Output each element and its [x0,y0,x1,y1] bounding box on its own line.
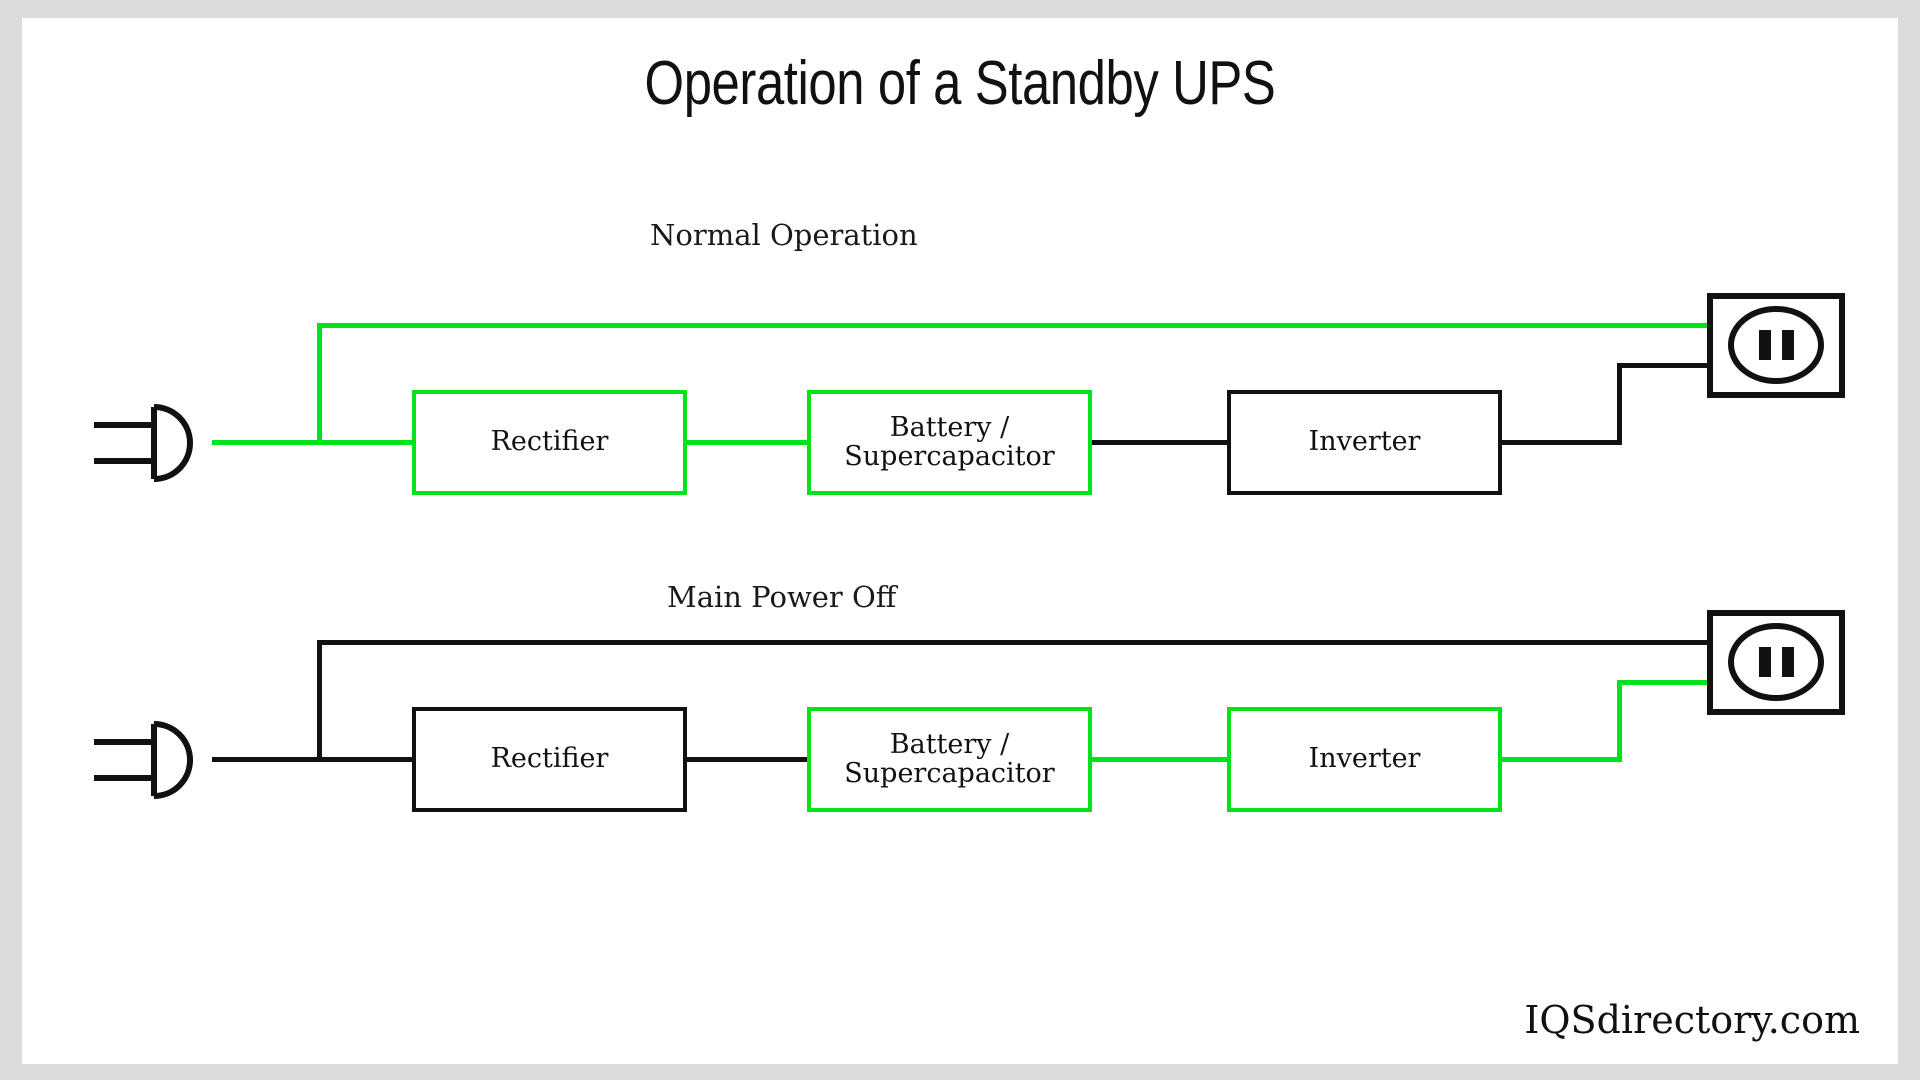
wire-plug-to-junction-1 [212,440,322,445]
block-label: Battery / Supercapacitor [811,728,1088,789]
wire-inverter-to-outlet-2c [1617,680,1712,685]
block-rectifier-1[interactable]: Rectifier [412,390,687,495]
block-label-line1: Battery / [889,411,1010,443]
wire-junction-to-rectifier-1 [317,440,412,445]
wire-inverter-to-outlet-2a [1497,757,1622,762]
standby-ups-diagram: Operation of a Standby UPS Normal Operat… [22,18,1898,1064]
block-label-line2: Supercapacitor [844,440,1055,472]
power-outlet-icon [1707,610,1845,715]
wire-rectifier-to-battery-1 [682,440,812,445]
watermark-text: IQSdirectory.com [1524,998,1860,1042]
wire-inverter-to-outlet-1c [1617,363,1712,368]
power-plug-icon [82,403,217,483]
diagram-canvas: Operation of a Standby UPS Normal Operat… [22,18,1898,1064]
block-label-line1: Battery / [889,728,1010,760]
wire-junction-riser-1 [317,323,322,445]
block-label: Rectifier [490,743,609,775]
block-label: Battery / Supercapacitor [811,411,1088,472]
wire-junction-to-rectifier-2 [317,757,412,762]
wire-inverter-to-outlet-1b [1617,363,1622,445]
wire-inverter-to-outlet-2b [1617,680,1622,762]
wire-plug-to-junction-2 [212,757,322,762]
wire-inverter-to-outlet-1a [1497,440,1622,445]
block-rectifier-2[interactable]: Rectifier [412,707,687,812]
wire-bypass-top-rail-1 [317,323,1707,328]
power-plug-icon [82,720,217,800]
section-label-normal-operation: Normal Operation [650,218,918,252]
wire-rectifier-to-battery-2 [682,757,812,762]
block-label: Inverter [1308,426,1421,458]
block-inverter-2[interactable]: Inverter [1227,707,1502,812]
wire-battery-to-inverter-1 [1087,440,1232,445]
block-label-line2: Supercapacitor [844,757,1055,789]
block-inverter-1[interactable]: Inverter [1227,390,1502,495]
block-battery-supercapacitor-2[interactable]: Battery / Supercapacitor [807,707,1092,812]
block-label: Inverter [1308,743,1421,775]
wire-bypass-top-rail-2 [317,640,1707,645]
wire-junction-riser-2 [317,640,322,762]
power-outlet-icon [1707,293,1845,398]
section-label-main-power-off: Main Power Off [667,580,897,614]
page-title: Operation of a Standby UPS [644,49,1276,118]
block-battery-supercapacitor-1[interactable]: Battery / Supercapacitor [807,390,1092,495]
block-label: Rectifier [490,426,609,458]
wire-battery-to-inverter-2 [1087,757,1232,762]
